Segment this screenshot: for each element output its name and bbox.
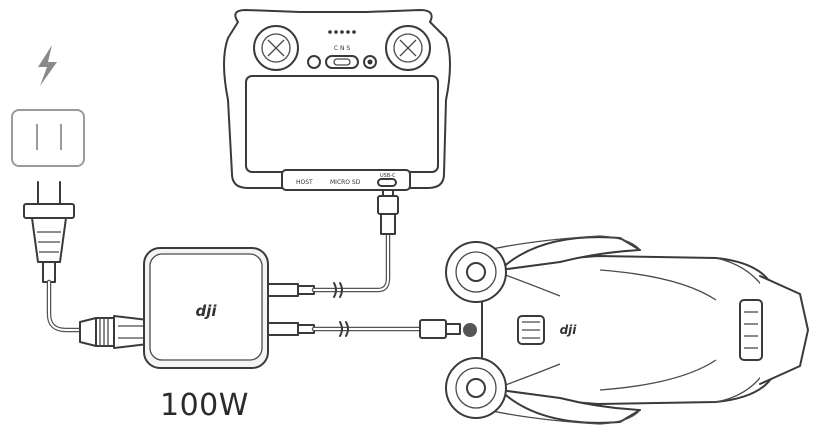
cable-to-aircraft <box>311 319 477 339</box>
svg-text:C N S: C N S <box>334 45 350 52</box>
port-label-microsd: MICRO SD <box>330 179 361 186</box>
aircraft-logo: dji <box>560 323 578 337</box>
ac-power-cable <box>46 279 149 349</box>
plug-icon <box>23 181 75 283</box>
port-label-usbc: USB-C <box>380 173 396 179</box>
port-label-host: HOST <box>296 179 313 186</box>
aircraft-usb-port <box>463 323 477 337</box>
charger: dji <box>143 247 315 369</box>
charger-wattage-label: 100W <box>160 388 249 423</box>
wall-outlet-icon <box>11 109 85 167</box>
cable-to-remote <box>311 181 399 298</box>
remote-controller: C N S HOST MICRO SD USB-C <box>223 9 451 191</box>
aircraft: dji <box>445 235 809 425</box>
charger-logo: dji <box>195 302 217 320</box>
remote-usbc-port <box>377 178 397 187</box>
power-icon <box>38 45 57 86</box>
